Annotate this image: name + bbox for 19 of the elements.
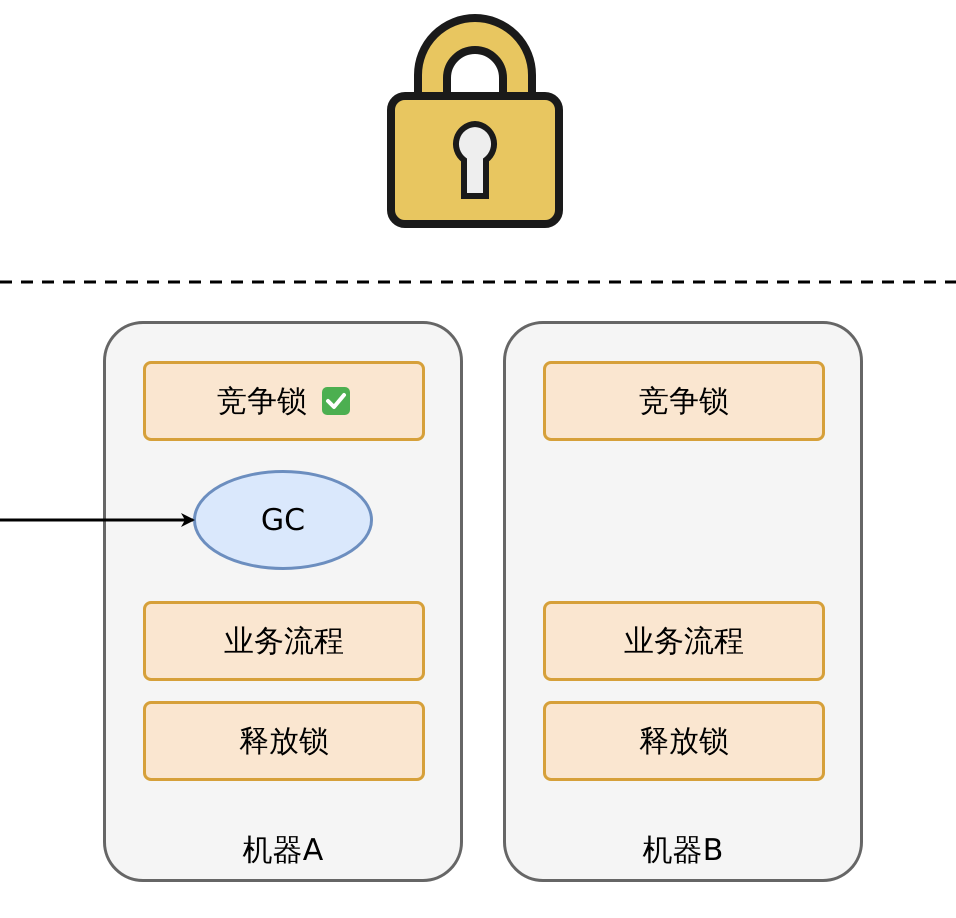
machine-panel (503, 321, 863, 882)
step-label: 业务流程 (624, 622, 744, 660)
process-box (143, 601, 425, 681)
step-label: 竞争锁 (639, 382, 729, 420)
process-ellipse (193, 470, 373, 570)
process-box (143, 701, 425, 781)
step-label: 竞争锁 (217, 382, 307, 420)
machine-panel (103, 321, 463, 882)
step-label: GC (260, 502, 306, 538)
step-label: 释放锁 (639, 722, 729, 760)
arrow (0, 513, 195, 527)
process-box (543, 601, 825, 681)
process-box (143, 361, 425, 441)
process-box (543, 701, 825, 781)
machine-label: 机器B (642, 832, 724, 870)
process-box (543, 361, 825, 441)
machine-label: 机器A (242, 832, 324, 870)
step-label: 业务流程 (224, 622, 344, 660)
step-label: 释放锁 (239, 722, 329, 760)
